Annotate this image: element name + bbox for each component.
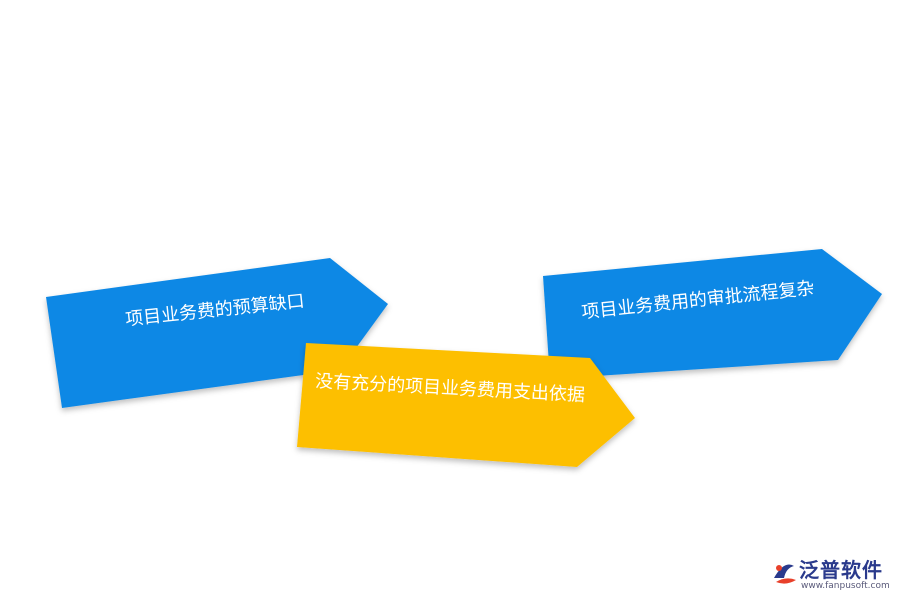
brand-logo: 泛普软件 www.fanpusoft.com: [770, 554, 890, 594]
arrow-budget-gap: [46, 258, 388, 408]
brand-logo-name: 泛普软件: [799, 558, 883, 582]
brand-logo-url: www.fanpusoft.com: [801, 581, 890, 591]
arrow-approval-complex: [543, 249, 882, 379]
brand-logo-icon: [774, 564, 796, 584]
arrow-no-basis: [297, 343, 635, 467]
